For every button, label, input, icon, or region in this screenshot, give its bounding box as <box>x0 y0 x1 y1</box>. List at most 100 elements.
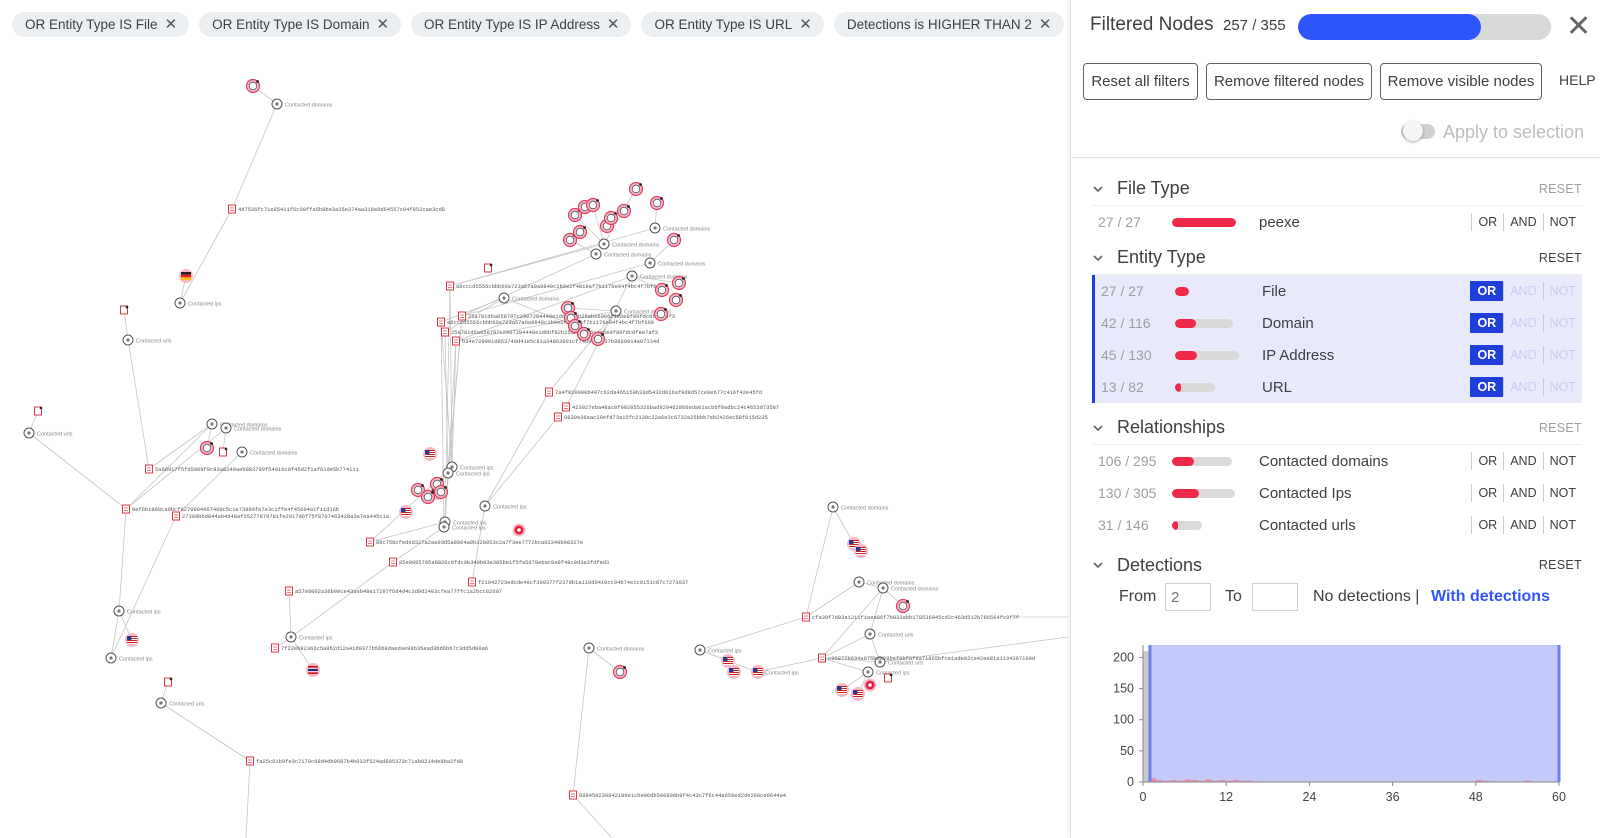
file-hash-label: a6cccd5556cbbb60a723a57a0a9840c1b0e2f481… <box>456 284 663 290</box>
file-node-icon <box>562 402 570 412</box>
no-detections-link[interactable]: No detections | <box>1313 588 1420 605</box>
flagged-node-core <box>588 200 598 210</box>
file-node <box>441 327 449 337</box>
filter-chip-ip[interactable]: OR Entity Type IS IP Address ✕ <box>411 12 632 37</box>
filter-row-peexe[interactable]: 27 / 27 peexe OR AND NOT <box>1092 206 1582 238</box>
and-button[interactable]: AND <box>1503 484 1542 502</box>
relationship-node-dot <box>857 580 861 584</box>
not-button[interactable]: NOT <box>1542 314 1582 332</box>
filter-row-domain[interactable]: 42 / 116 Domain OR AND NOT <box>1092 307 1582 339</box>
section-reset-button[interactable]: RESET <box>1538 420 1582 435</box>
file-node-icon <box>458 311 466 321</box>
section-header[interactable]: Relationships RESET <box>1092 411 1582 445</box>
graph-edge <box>231 103 278 210</box>
or-button[interactable]: OR <box>1470 281 1504 301</box>
filter-row-contacted-ips[interactable]: 130 / 305 Contacted Ips OR AND NOT <box>1092 477 1582 509</box>
not-button[interactable]: NOT <box>1542 346 1582 364</box>
or-button[interactable]: OR <box>1471 452 1503 470</box>
y-tick-label: 200 <box>1113 650 1134 664</box>
reset-all-filters-button[interactable]: Reset all filters <box>1083 63 1198 100</box>
histogram-bar <box>1143 651 1150 782</box>
detection-dot <box>596 199 599 202</box>
flagged-node-core <box>579 329 589 339</box>
relationship-node-dot <box>275 102 279 106</box>
section-header[interactable]: File Type RESET <box>1092 172 1582 206</box>
section-reset-button[interactable]: RESET <box>1538 558 1582 572</box>
flag-canton <box>401 508 406 512</box>
row-label: Contacted Ips <box>1259 484 1352 502</box>
flag-stripe <box>308 668 318 672</box>
graph-edge <box>28 432 127 510</box>
close-icon[interactable]: ✕ <box>799 16 812 33</box>
filter-row-contacted-domains[interactable]: 106 / 295 Contacted domains OR AND NOT <box>1092 445 1582 477</box>
or-button[interactable]: OR <box>1471 516 1503 534</box>
help-link[interactable]: HELP <box>1559 72 1596 88</box>
or-button[interactable]: OR <box>1470 313 1504 333</box>
not-button[interactable]: NOT <box>1542 516 1582 534</box>
or-button[interactable]: OR <box>1471 213 1503 231</box>
close-icon[interactable]: ✕ <box>376 16 390 33</box>
flag-canton <box>853 690 858 694</box>
flag-stripe <box>723 663 733 664</box>
file-node <box>802 612 810 622</box>
file-node <box>452 336 460 346</box>
relationship-node-dot <box>502 296 506 300</box>
remove-filtered-nodes-button[interactable]: Remove filtered nodes <box>1206 63 1372 100</box>
and-button[interactable]: AND <box>1503 213 1542 231</box>
and-button[interactable]: AND <box>1503 282 1542 300</box>
filter-row-file[interactable]: 27 / 27 File OR AND NOT <box>1092 275 1582 307</box>
filter-chip-file[interactable]: OR Entity Type IS File ✕ <box>12 12 190 37</box>
and-button[interactable]: AND <box>1503 314 1542 332</box>
not-button[interactable]: NOT <box>1542 452 1582 470</box>
filter-panel: Filtered Nodes 257 / 355 ✕ Reset all fil… <box>1070 0 1600 838</box>
section-header[interactable]: Entity Type RESET <box>1092 241 1582 275</box>
not-button[interactable]: NOT <box>1542 378 1582 396</box>
row-count: 13 / 82 <box>1101 379 1144 395</box>
section-reset-button[interactable]: RESET <box>1538 250 1582 265</box>
and-button[interactable]: AND <box>1503 516 1542 534</box>
filter-chip-url[interactable]: OR Entity Type IS URL ✕ <box>641 12 824 37</box>
or-button[interactable]: OR <box>1470 345 1504 365</box>
relationship-node-dot <box>117 609 121 613</box>
not-button[interactable]: NOT <box>1542 484 1582 502</box>
or-button[interactable]: OR <box>1470 377 1504 397</box>
and-button[interactable]: AND <box>1503 346 1542 364</box>
filter-chip-detections[interactable]: Detections is HIGHER THAN 2 ✕ <box>833 12 1064 37</box>
close-icon[interactable]: ✕ <box>1038 16 1052 33</box>
flag-canton <box>849 540 854 544</box>
file-node <box>818 653 826 663</box>
filter-row-ip-address[interactable]: 45 / 130 IP Address OR AND NOT <box>1092 339 1582 371</box>
filter-row-contacted-urls[interactable]: 31 / 146 Contacted urls OR AND NOT <box>1092 509 1582 541</box>
detections-from-input[interactable] <box>1165 583 1211 611</box>
relationship-node-label: Contacted urls <box>37 432 73 438</box>
section-header[interactable]: Detections RESET <box>1092 548 1582 582</box>
apply-to-selection-toggle[interactable] <box>1401 121 1435 141</box>
not-button[interactable]: NOT <box>1542 282 1582 300</box>
not-button[interactable]: NOT <box>1542 213 1582 231</box>
section-reset-button[interactable]: RESET <box>1538 181 1582 196</box>
filter-row-url[interactable]: 13 / 82 URL OR AND NOT <box>1092 371 1582 403</box>
file-node-icon <box>554 412 562 422</box>
filter-chip-domain[interactable]: OR Entity Type IS Domain ✕ <box>199 12 402 37</box>
remove-visible-nodes-button[interactable]: Remove visible nodes <box>1380 63 1542 100</box>
histogram-bar <box>1247 780 1254 782</box>
section-title: Detections <box>1117 554 1203 575</box>
file-hash-label: cfa39f7d03a1211f1eea86f7b833abb178536945… <box>812 615 1019 621</box>
or-button[interactable]: OR <box>1471 484 1503 502</box>
close-panel-icon[interactable]: ✕ <box>1566 10 1592 43</box>
file-hash-label: a6cccd5556cbbb60a723a57a0a9840c1b0e2f481… <box>447 320 654 326</box>
and-button[interactable]: AND <box>1503 378 1542 396</box>
flag-canton <box>723 657 728 661</box>
with-detections-link[interactable]: With detections <box>1431 588 1550 605</box>
row-count: 31 / 146 <box>1098 517 1149 533</box>
file-hash-label: 7a4f020090b497c62da465159b20d5432d616af9… <box>555 390 762 396</box>
and-button[interactable]: AND <box>1503 452 1542 470</box>
graph-canvas[interactable]: OR Entity Type IS File ✕ OR Entity Type … <box>0 0 1070 838</box>
close-icon[interactable]: ✕ <box>164 16 178 33</box>
close-icon[interactable]: ✕ <box>606 16 620 33</box>
range-handle-left <box>1148 645 1152 782</box>
flag-stripe <box>849 546 859 547</box>
detections-to-input[interactable] <box>1252 583 1298 611</box>
